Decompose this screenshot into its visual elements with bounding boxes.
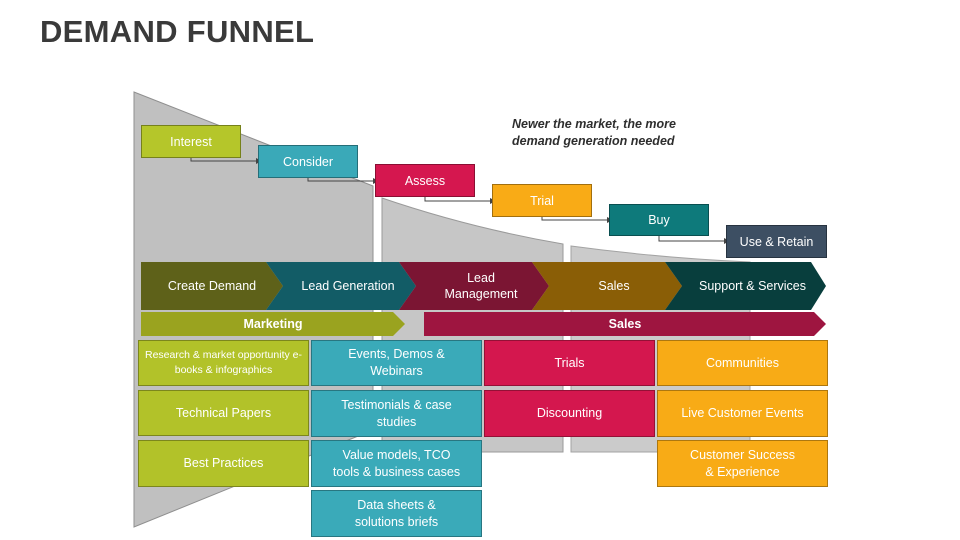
marketing-arrow: Marketing xyxy=(141,312,405,336)
market-note: Newer the market, the more demand genera… xyxy=(512,116,676,150)
connector-trial-buy xyxy=(541,217,607,221)
item-best-practices: Best Practices xyxy=(138,440,309,487)
connector-assess-trial xyxy=(424,197,490,202)
stage-interest: Interest xyxy=(141,125,241,158)
chevron-sales: Sales xyxy=(532,262,682,310)
item-research-ebooks: Research & market opportunity e-books & … xyxy=(138,340,309,386)
chevron-lead-generation: Lead Generation xyxy=(266,262,416,310)
item-discounting: Discounting xyxy=(484,390,655,437)
item-communities: Communities xyxy=(657,340,828,386)
item-data-sheets: Data sheets & solutions briefs xyxy=(311,490,482,537)
sales-arrow: Sales xyxy=(424,312,826,336)
chevron-lead-management: Lead Management xyxy=(399,262,549,310)
item-trials: Trials xyxy=(484,340,655,386)
stage-trial: Trial xyxy=(492,184,592,217)
item-live-customer-events: Live Customer Events xyxy=(657,390,828,437)
item-events-demos-webinars: Events, Demos & Webinars xyxy=(311,340,482,386)
item-customer-success: Customer Success & Experience xyxy=(657,440,828,487)
market-note-line-1: Newer the market, the more xyxy=(512,117,676,131)
connector-interest-consider xyxy=(190,158,256,162)
stage-assess: Assess xyxy=(375,164,475,197)
process-chevron-row: Create Demand Lead Generation Lead Manag… xyxy=(141,262,826,310)
stage-use-retain: Use & Retain xyxy=(726,225,827,258)
stage-consider: Consider xyxy=(258,145,358,178)
stage-buy: Buy xyxy=(609,204,709,236)
chevron-create-demand: Create Demand xyxy=(141,262,283,310)
item-technical-papers: Technical Papers xyxy=(138,390,309,436)
market-note-line-2: demand generation needed xyxy=(512,134,675,148)
item-testimonials: Testimonials & case studies xyxy=(311,390,482,437)
item-value-models: Value models, TCO tools & business cases xyxy=(311,440,482,487)
chevron-support-services: Support & Services xyxy=(665,262,826,310)
page-title: DEMAND FUNNEL xyxy=(40,14,315,49)
connector-buy-use xyxy=(658,236,724,242)
connector-consider-assess xyxy=(307,178,373,182)
